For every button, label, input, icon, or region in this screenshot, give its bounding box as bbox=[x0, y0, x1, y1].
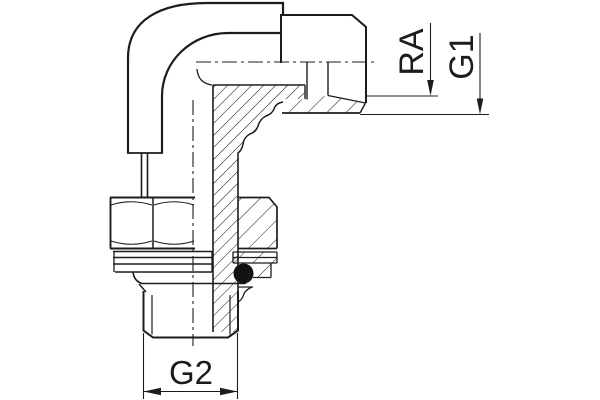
label-g1: G1 bbox=[443, 34, 481, 79]
hex-chamfer-arcs bbox=[110, 201, 195, 245]
washer-side-edges bbox=[113, 251, 213, 272]
o-ring bbox=[233, 263, 254, 284]
ra-arrowhead bbox=[427, 80, 434, 96]
washer-section-outline bbox=[232, 251, 278, 264]
label-ra: RA bbox=[393, 28, 431, 76]
stud-shoulder bbox=[132, 271, 251, 285]
g2-arrowhead-right bbox=[220, 387, 238, 396]
g1-arrowhead bbox=[476, 98, 484, 115]
g2-arrowhead-left bbox=[143, 387, 161, 396]
washer-lines bbox=[113, 250, 212, 273]
dimension-g2: G2 bbox=[142, 333, 239, 399]
threaded-stud-g2 bbox=[132, 271, 251, 339]
label-g2: G2 bbox=[169, 354, 213, 391]
centerlines bbox=[192, 61, 374, 346]
bore-corner-arc bbox=[196, 68, 213, 86]
stud-outline bbox=[142, 291, 239, 339]
hex-section-outline bbox=[238, 196, 278, 250]
neck-silhouette-lines bbox=[140, 153, 149, 198]
oring-groove-outline bbox=[253, 263, 272, 279]
elbow-outer-profile bbox=[126, 1, 285, 153]
elbow-body bbox=[126, 1, 285, 198]
hex-section-hatch bbox=[238, 197, 277, 248]
thread-root-lines bbox=[151, 295, 231, 335]
thread-runout-slant bbox=[327, 94, 366, 104]
g2-extension-lines bbox=[142, 333, 239, 399]
dimension-g1: G1 bbox=[360, 33, 489, 116]
washers bbox=[113, 250, 278, 273]
port-flange-section-hatch bbox=[283, 96, 365, 113]
flange-corner-chamfer bbox=[359, 102, 367, 114]
oring-groove-lower-profile bbox=[237, 286, 253, 303]
male-port-g1 bbox=[280, 14, 367, 114]
oring-groove-section-hatch bbox=[253, 263, 271, 278]
dimension-ra: RA bbox=[366, 23, 438, 97]
elbow-inner-profile bbox=[160, 31, 281, 153]
cast-body-wavy-profile bbox=[237, 101, 284, 158]
hex-nut bbox=[109, 196, 278, 250]
thread-lead-chamfer bbox=[138, 283, 147, 293]
port-outline bbox=[280, 14, 367, 103]
